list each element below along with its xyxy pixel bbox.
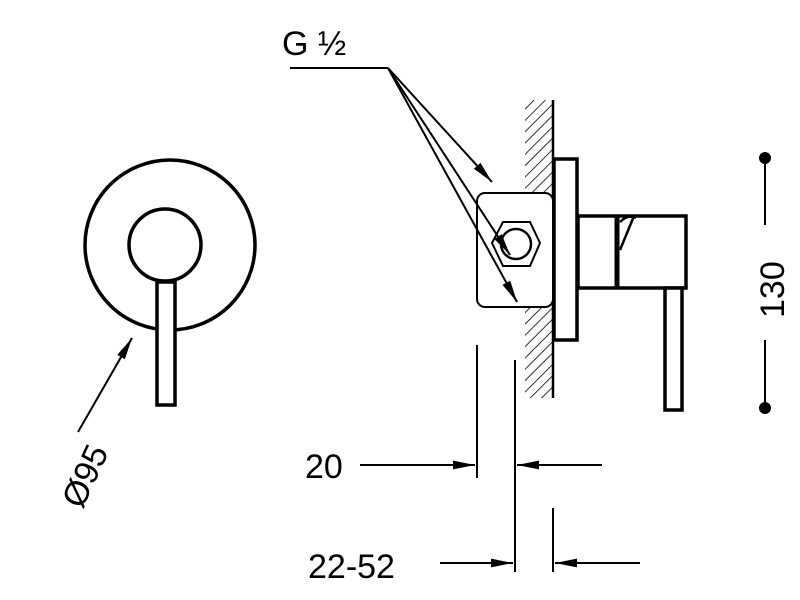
diameter-arrow — [77, 337, 133, 433]
front-view — [83, 158, 257, 407]
handle-hub-circle — [127, 207, 203, 283]
depth-range-label: 22-52 — [308, 548, 395, 586]
mixer-body — [576, 214, 688, 290]
height-dimension — [759, 152, 771, 414]
side-view — [476, 100, 688, 412]
cover-plate-side — [552, 157, 579, 342]
lever-front — [155, 280, 177, 407]
depth-dimensions — [360, 345, 640, 572]
thread-label: G ½ — [282, 25, 346, 63]
diameter-label: Ø95 — [55, 439, 117, 513]
depth-fixed-label: 20 — [305, 448, 343, 486]
body-bevel — [618, 215, 637, 251]
height-label: 130 — [754, 261, 792, 318]
thread-leader — [290, 67, 518, 303]
lever-side — [663, 286, 684, 412]
nut-hex — [490, 221, 542, 267]
